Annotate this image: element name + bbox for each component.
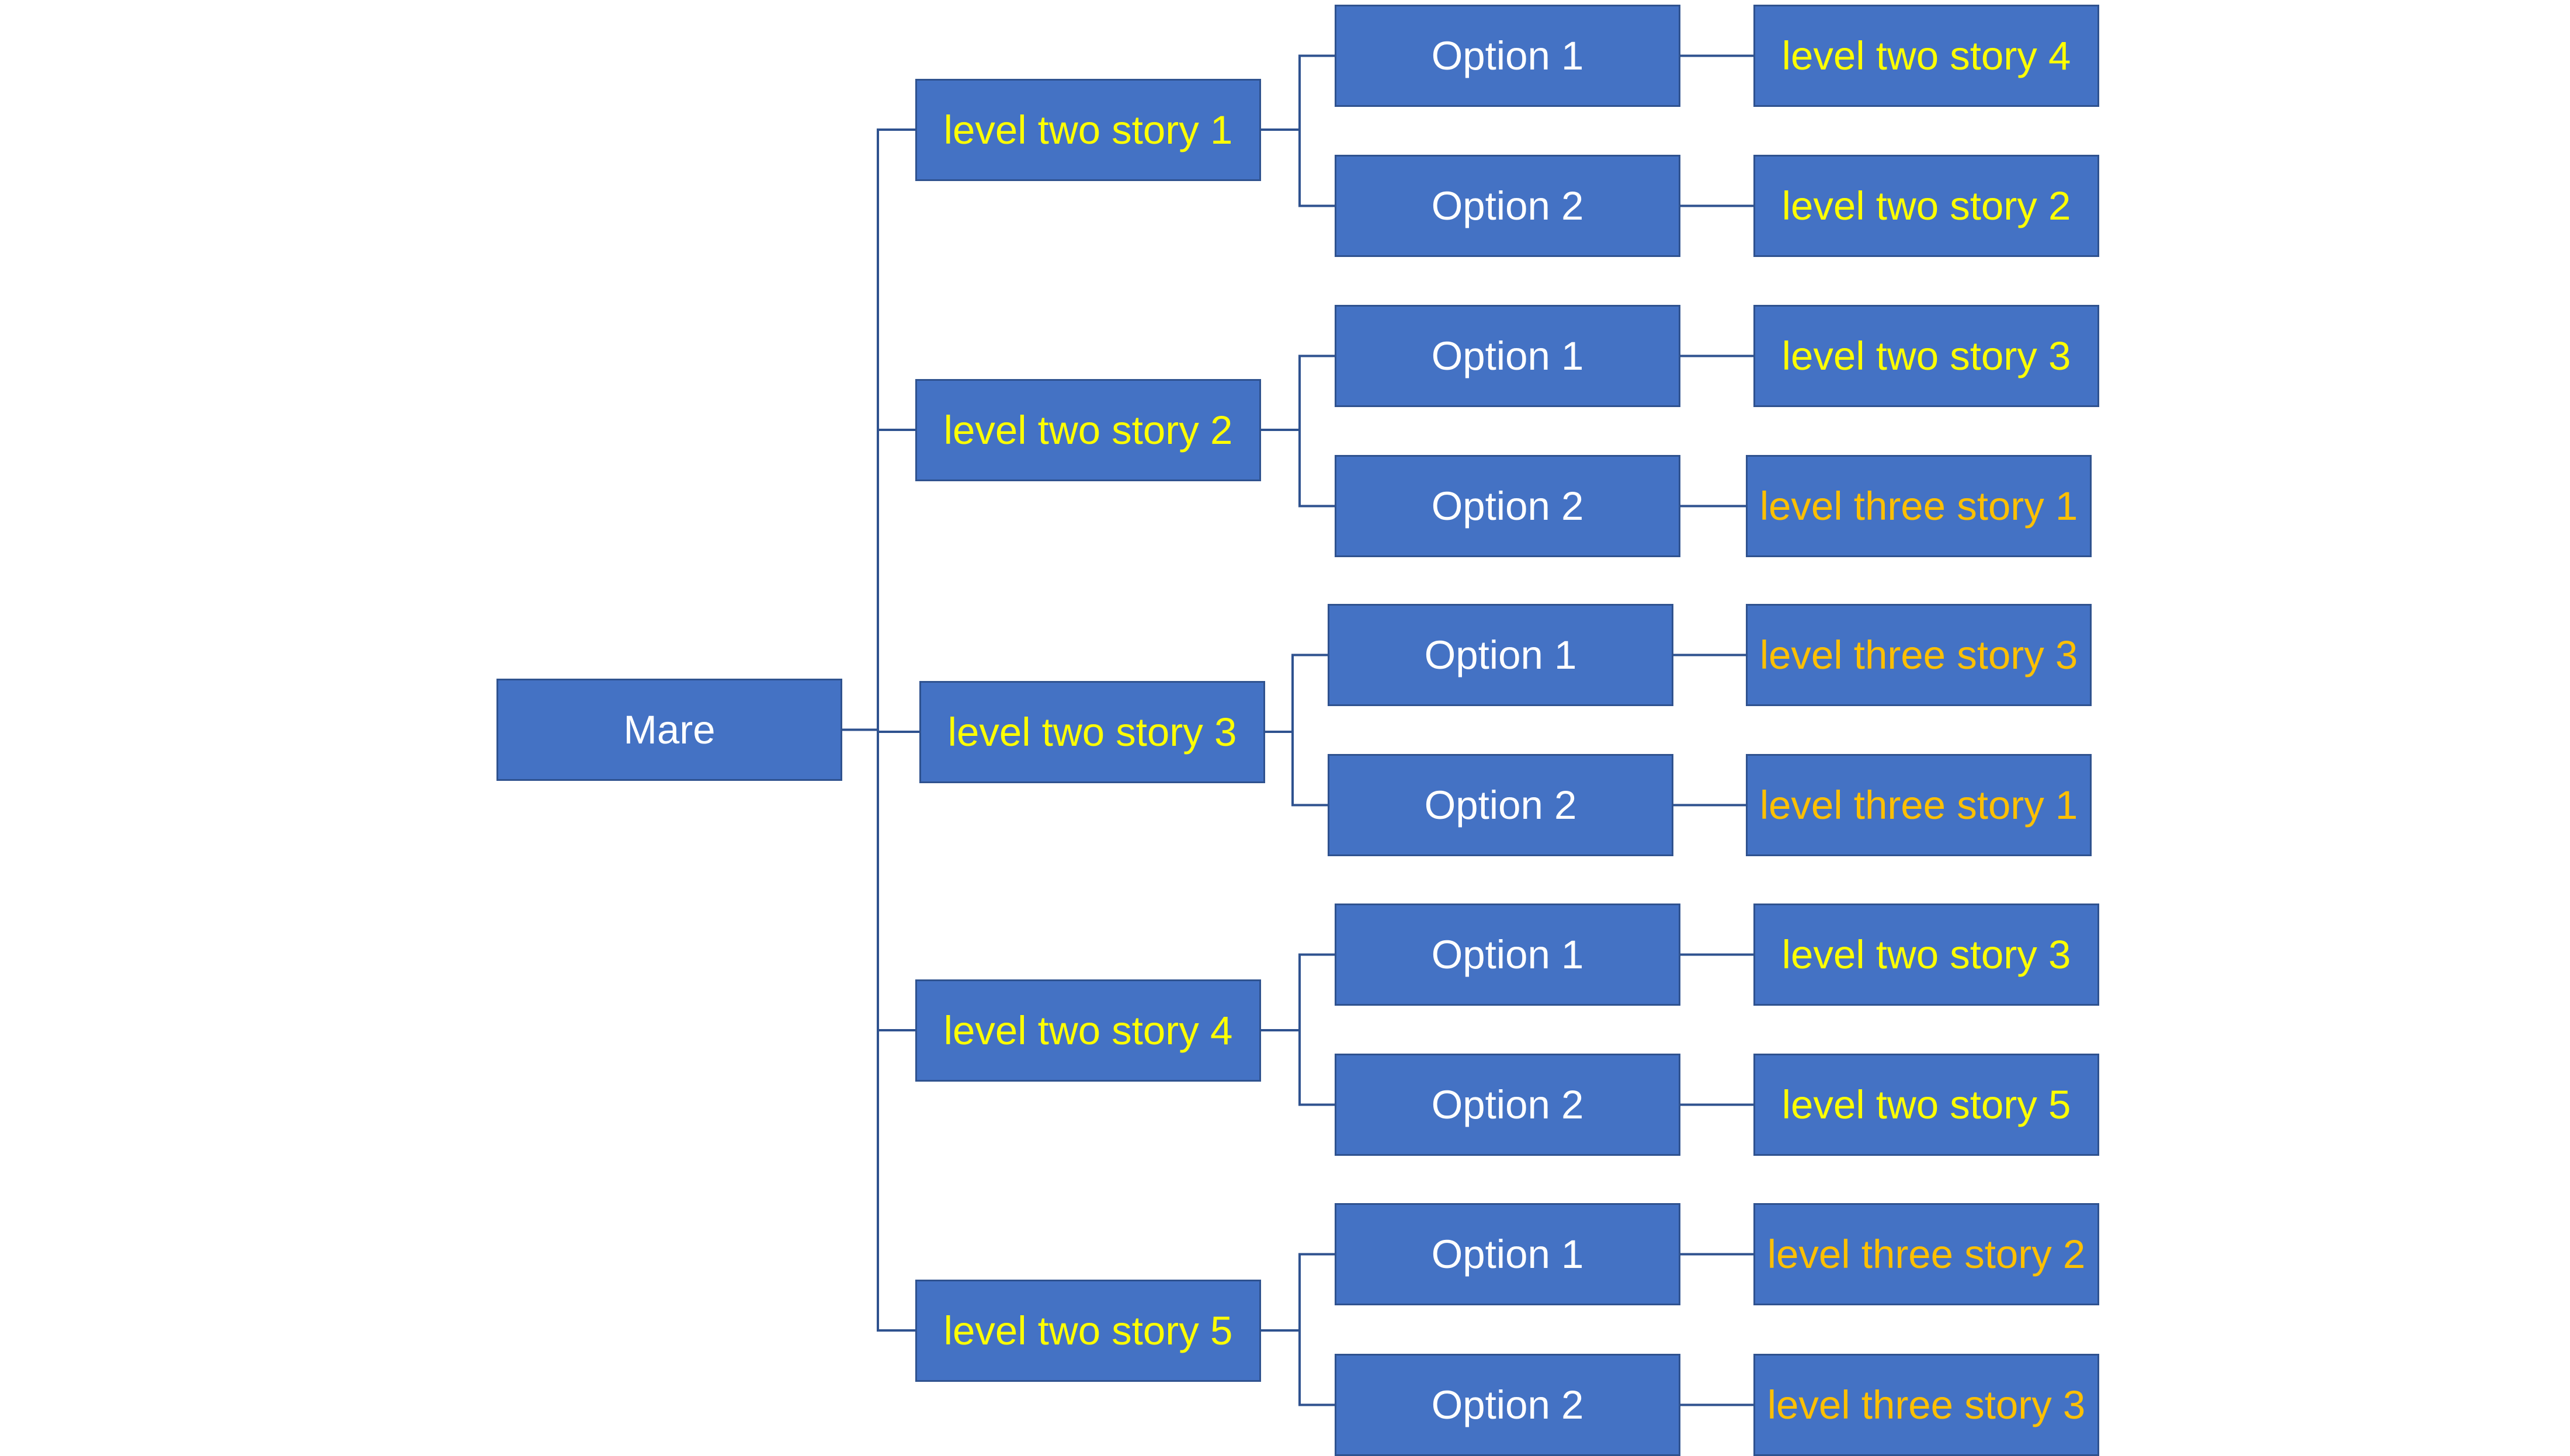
level-two-node: level two story 1 xyxy=(915,78,1261,181)
level-three-target-node: level three story 2 xyxy=(1753,1203,2099,1305)
level-two-target-node: level two story 5 xyxy=(1753,1054,2099,1156)
option-node: Option 2 xyxy=(1335,1354,1680,1456)
level-three-target-node: level three story 3 xyxy=(1746,604,2092,706)
level-two-node: level two story 3 xyxy=(919,680,1265,783)
option-node: Option 1 xyxy=(1328,604,1673,706)
option-node: Option 2 xyxy=(1335,455,1680,557)
option-node: Option 2 xyxy=(1335,1054,1680,1156)
level-two-target-node: level two story 3 xyxy=(1753,305,2099,407)
option-node: Option 1 xyxy=(1335,5,1680,107)
level-two-target-node: level two story 4 xyxy=(1753,5,2099,107)
level-three-target-node: level three story 1 xyxy=(1746,455,2092,557)
option-node: Option 1 xyxy=(1335,1203,1680,1305)
root-node: Mare xyxy=(496,679,842,781)
level-two-node: level two story 4 xyxy=(915,979,1261,1082)
level-three-target-node: level three story 3 xyxy=(1753,1354,2099,1456)
level-two-target-node: level two story 3 xyxy=(1753,904,2099,1006)
option-node: Option 1 xyxy=(1335,305,1680,407)
level-two-node: level two story 5 xyxy=(915,1279,1261,1382)
level-two-target-node: level two story 2 xyxy=(1753,155,2099,257)
option-node: Option 1 xyxy=(1335,904,1680,1006)
option-node: Option 2 xyxy=(1335,155,1680,257)
level-two-node: level two story 2 xyxy=(915,378,1261,481)
level-three-target-node: level three story 1 xyxy=(1746,754,2092,856)
option-node: Option 2 xyxy=(1328,754,1673,856)
